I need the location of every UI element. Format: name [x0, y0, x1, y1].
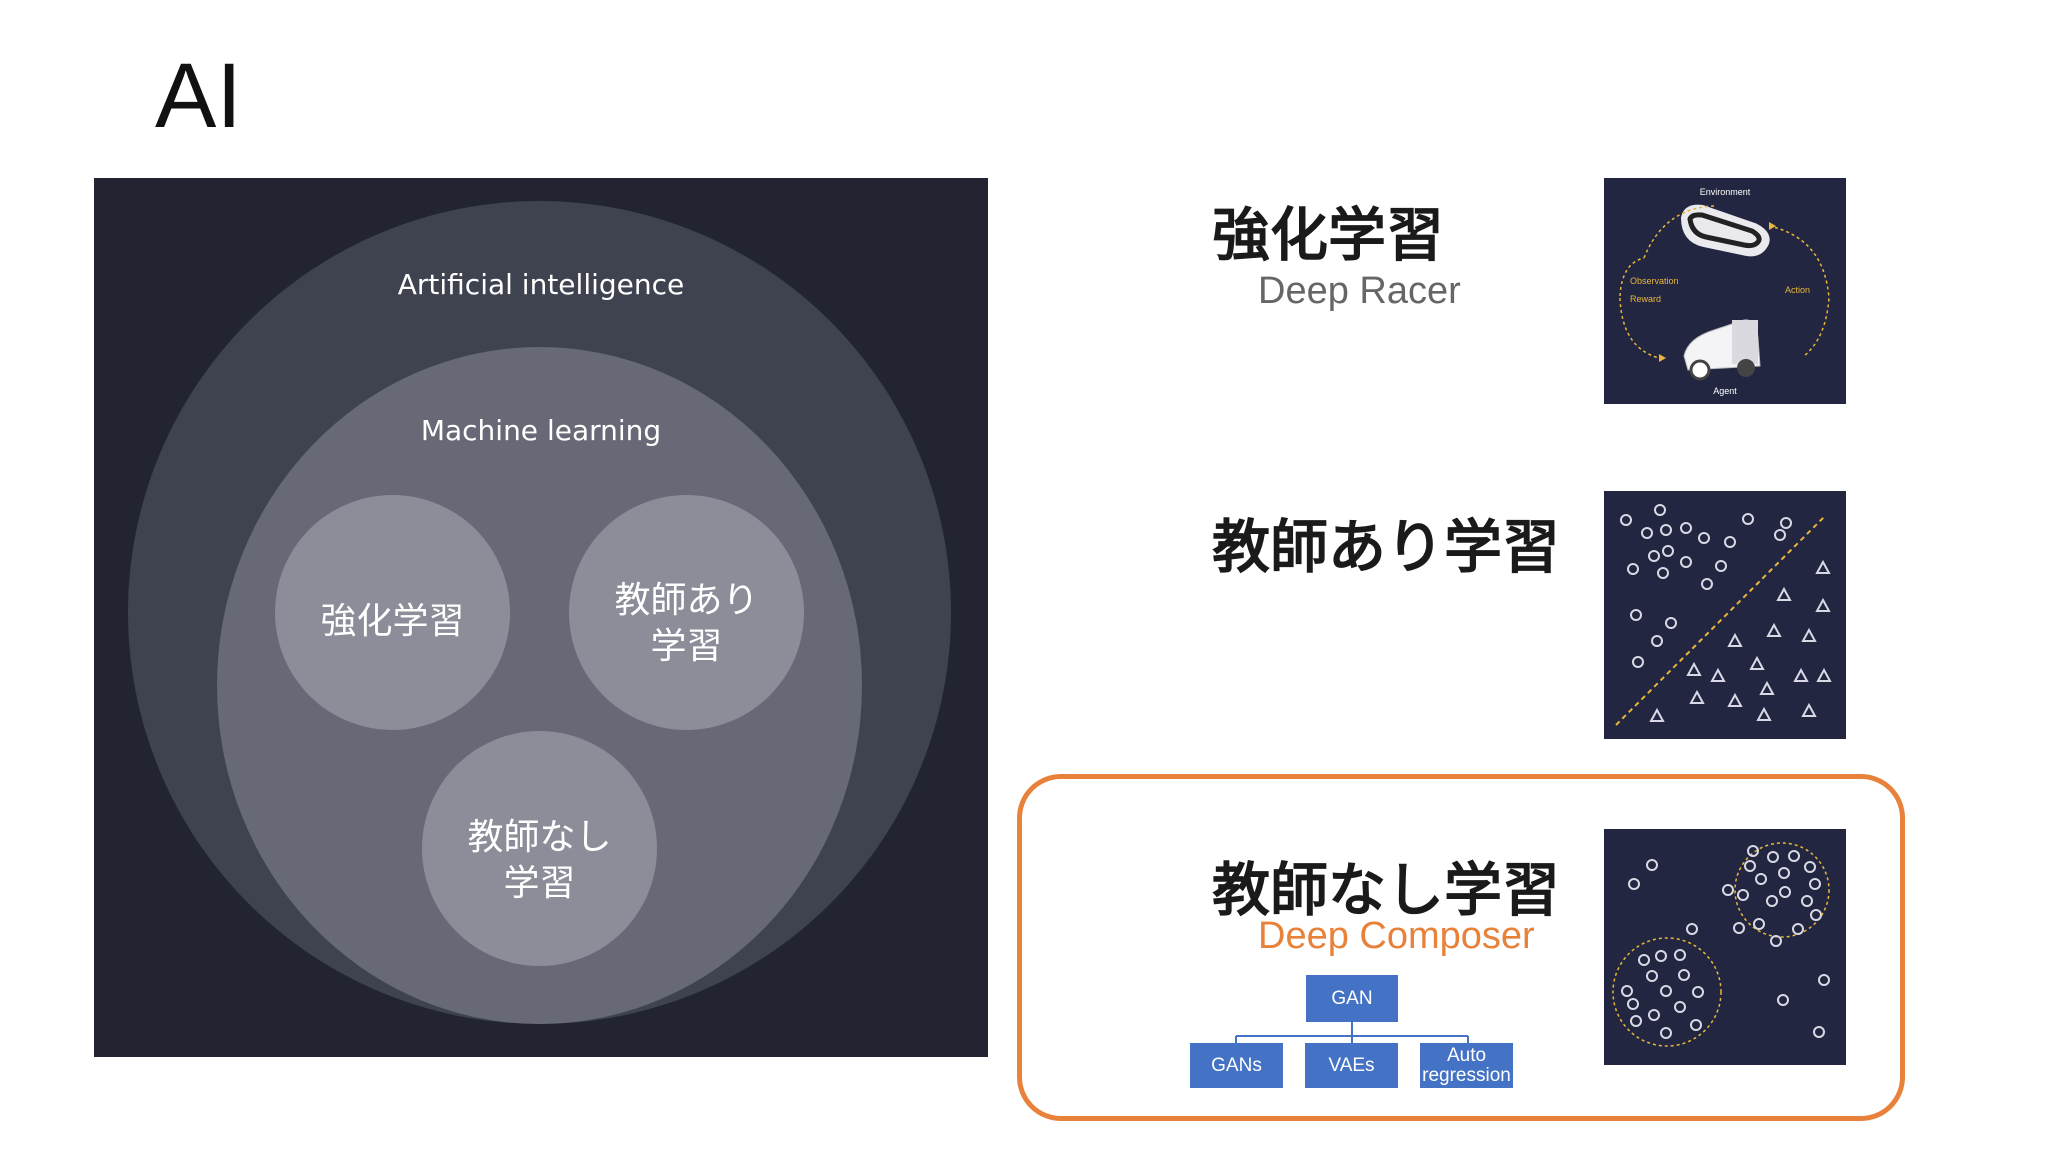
slide-title: AI [155, 45, 242, 147]
supervised-circle [569, 495, 804, 730]
deep-composer-subtitle: Deep Composer [1258, 915, 1535, 957]
environment-label: Environment [1700, 187, 1751, 197]
venn-diagram-panel: Artificial intelligence Machine learning… [94, 178, 988, 1057]
unsupervised-circle [422, 731, 657, 966]
supervised-circle-label-2: 学習 [650, 626, 723, 667]
reinforcement-circle [275, 495, 510, 730]
unsupervised-heading: 教師なし学習 [1212, 856, 1561, 924]
rl-loop-illustration: Environment Observation Reward Action Ag… [1619, 187, 1830, 396]
reinforcement-circle-label: 強化学習 [320, 601, 465, 642]
supervised-classification-thumbnail [1604, 491, 1846, 739]
unsupervised-highlight-frame [1017, 774, 1905, 1121]
unsupervised-circle-label-2: 学習 [503, 863, 576, 904]
reinforcement-heading: 強化学習 [1212, 201, 1445, 269]
gan-root-box: GAN [1306, 975, 1398, 1022]
deep-racer-thumbnail: Environment Observation Reward Action Ag… [1604, 178, 1846, 404]
unsupervised-clustering-thumbnail [1604, 829, 1846, 1065]
supervised-circle-label-1: 教師あり [614, 580, 759, 621]
unsupervised-circle-label-1: 教師なし [467, 817, 612, 858]
ai-circle-label: Artificial intelligence [397, 268, 685, 301]
reward-label: Reward [1630, 294, 1661, 304]
clustering-scatter-illustration [1612, 842, 1830, 1047]
observation-label: Observation [1630, 276, 1679, 286]
vaes-box: VAEs [1305, 1043, 1398, 1088]
ml-circle-label: Machine learning [420, 414, 662, 447]
supervised-heading: 教師あり学習 [1212, 513, 1561, 581]
classification-scatter-illustration [1615, 504, 1832, 726]
action-label: Action [1785, 285, 1810, 295]
auto-regression-box: Auto regression [1420, 1043, 1513, 1088]
deep-racer-subtitle: Deep Racer [1258, 270, 1461, 312]
agent-label: Agent [1713, 386, 1737, 396]
gans-box: GANs [1190, 1043, 1283, 1088]
